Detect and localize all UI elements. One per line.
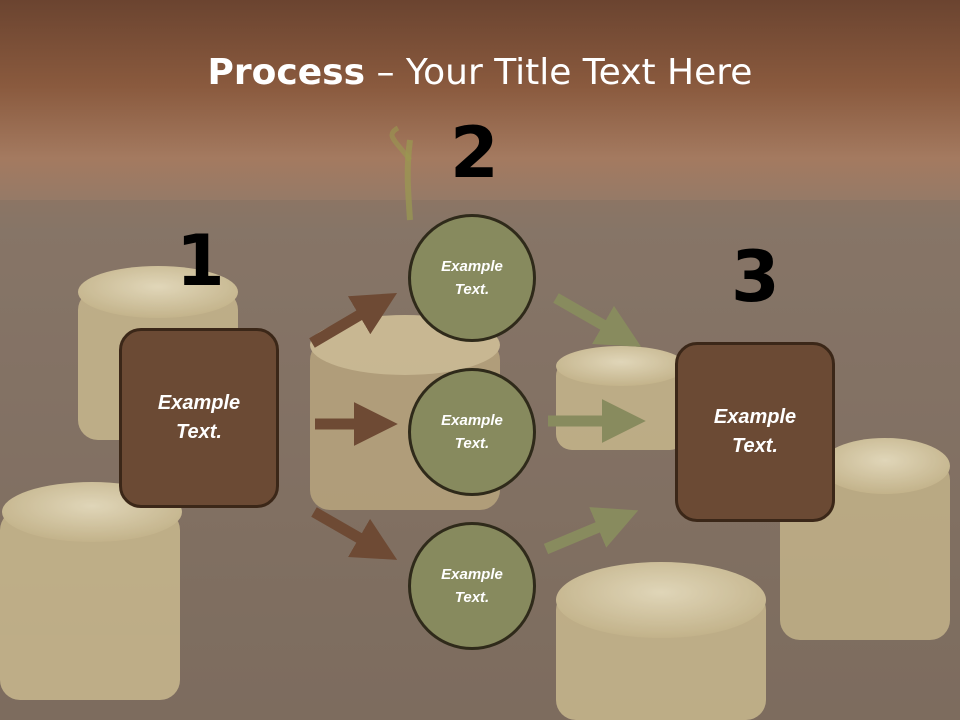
arrow-2c-to-3 xyxy=(543,507,639,555)
title-bold: Process xyxy=(207,52,366,93)
step-2-number: 2 xyxy=(450,112,499,194)
step-1-box: Example Text. xyxy=(119,328,279,508)
step-2-circle-1: Example Text. xyxy=(408,214,536,342)
step-3-box: Example Text. xyxy=(675,342,835,522)
arrow-1-to-2a xyxy=(309,292,398,348)
slide-title: Process – Your Title Text Here xyxy=(0,52,960,93)
arrow-2a-to-3 xyxy=(553,293,642,347)
step-2-circle-2: Example Text. xyxy=(408,368,536,496)
step-3-number: 3 xyxy=(731,236,780,318)
arrow-1-to-2c xyxy=(311,507,398,560)
step-2-circle-3: Example Text. xyxy=(408,522,536,650)
title-rest: – Your Title Text Here xyxy=(365,52,753,93)
step-1-number: 1 xyxy=(176,220,225,302)
